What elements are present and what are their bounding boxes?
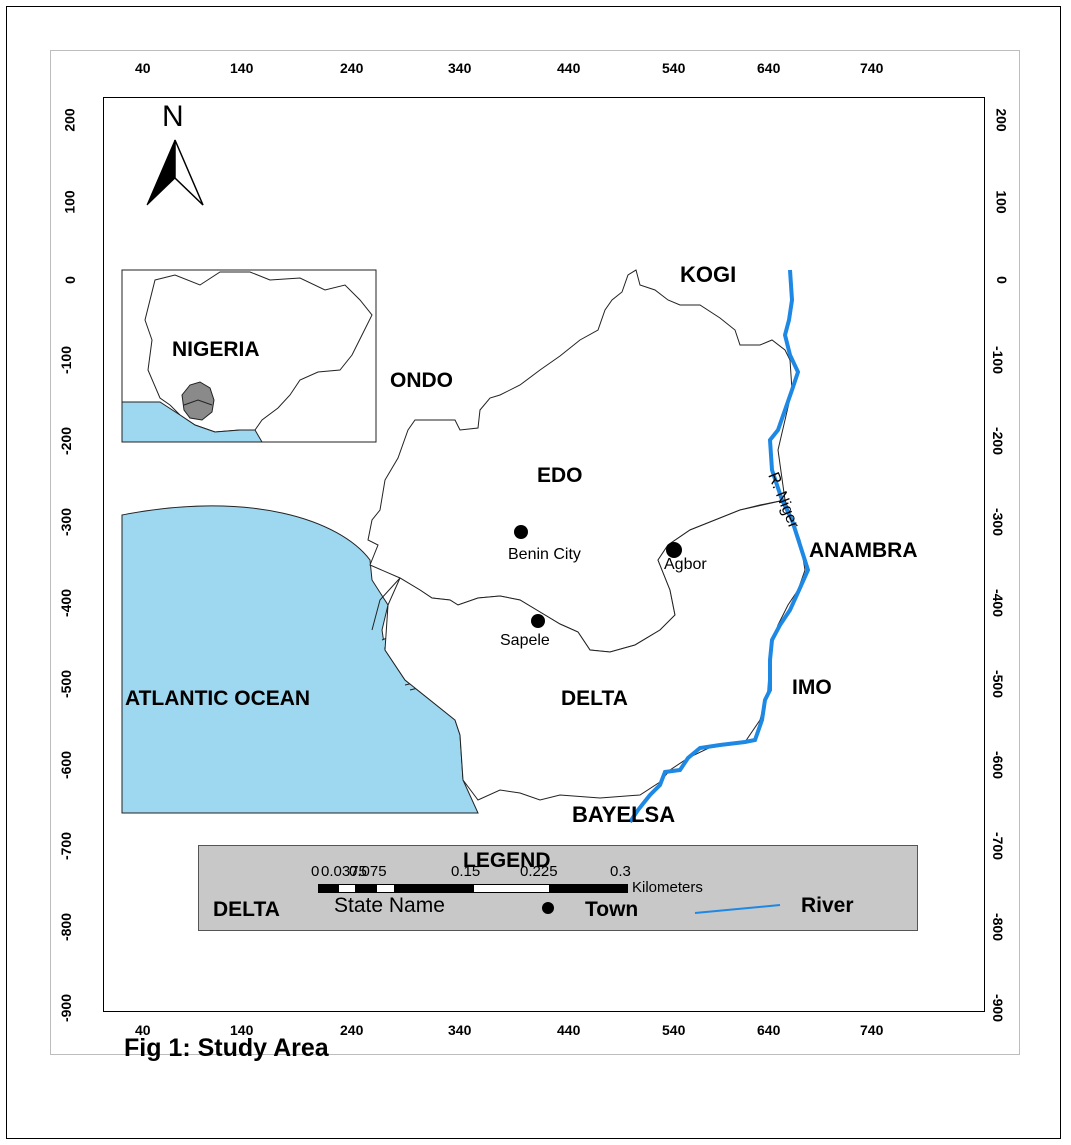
x-tick-top: 340 [448,60,472,76]
scale-segment-0 [318,884,338,893]
label-imo: IMO [792,676,832,699]
delta-edo-border [371,577,401,631]
x-tick-bottom: 740 [860,1022,884,1038]
scale-label-5: 0.3 [610,863,631,880]
x-tick-top: 540 [662,60,686,76]
x-tick-top: 140 [230,60,254,76]
scale-label-4: 0.225 [520,863,558,880]
x-tick-top: 640 [757,60,781,76]
scale-segment-5 [473,884,550,893]
x-tick-top: 740 [860,60,884,76]
scale-segment-3 [376,884,395,893]
x-tick-top: 240 [340,60,364,76]
page-border [6,6,1061,1139]
town-dot-agbor [666,542,682,558]
north-arrow-icon [146,139,204,206]
x-tick-top: 440 [557,60,581,76]
north-label: N [162,100,184,133]
scale-segment-2 [356,884,376,893]
legend-river-label: River [801,894,854,917]
neatline [50,50,1020,1055]
label-sapele: Sapele [500,632,550,649]
legend-town-label: Town [585,898,639,921]
river-niger [628,269,811,824]
label-atlantic-ocean: ATLANTIC OCEAN [125,687,311,710]
x-tick-bottom: 40 [135,1022,151,1038]
label-edo: EDO [537,464,583,487]
town-dot-benin [514,525,528,539]
label-anambra: ANAMBRA [809,539,918,562]
inset-study-area [181,381,215,421]
town-dot-sapele [531,614,545,628]
x-tick-bottom: 340 [448,1022,472,1038]
inset-ocean [121,401,263,443]
label-delta: DELTA [561,687,628,710]
label-agbor: Agbor [664,556,707,573]
scale-label-2: 0.075 [349,863,387,880]
scale-label-3: 0.15 [451,863,481,880]
x-tick-bottom: 240 [340,1022,364,1038]
legend-state-example: DELTA [213,898,280,921]
legend-title: LEGEND [463,849,551,872]
label-bayelsa: BAYELSA [572,802,676,827]
scale-unit: Kilometers [632,879,703,896]
legend-state-desc: State Name [334,894,445,917]
scale-segment-4 [395,884,473,893]
figure-title: Fig 1: Study Area [124,1034,329,1062]
x-tick-bottom: 640 [757,1022,781,1038]
scale-label-1: 0.0375 [321,863,367,880]
x-tick-bottom: 140 [230,1022,254,1038]
x-tick-bottom: 540 [662,1022,686,1038]
inset-study-area-divider [183,399,213,406]
scale-label-0: 0 [311,863,320,880]
label-kogi: KOGI [680,262,737,287]
scale-segment-1 [338,884,356,893]
label-ondo: ONDO [390,369,453,392]
x-tick-top: 40 [135,60,151,76]
label-benin-city: Benin City [508,546,581,563]
inset-label-nigeria: NIGERIA [172,338,260,361]
x-tick-bottom: 440 [557,1022,581,1038]
scale-segment-6 [550,884,628,893]
